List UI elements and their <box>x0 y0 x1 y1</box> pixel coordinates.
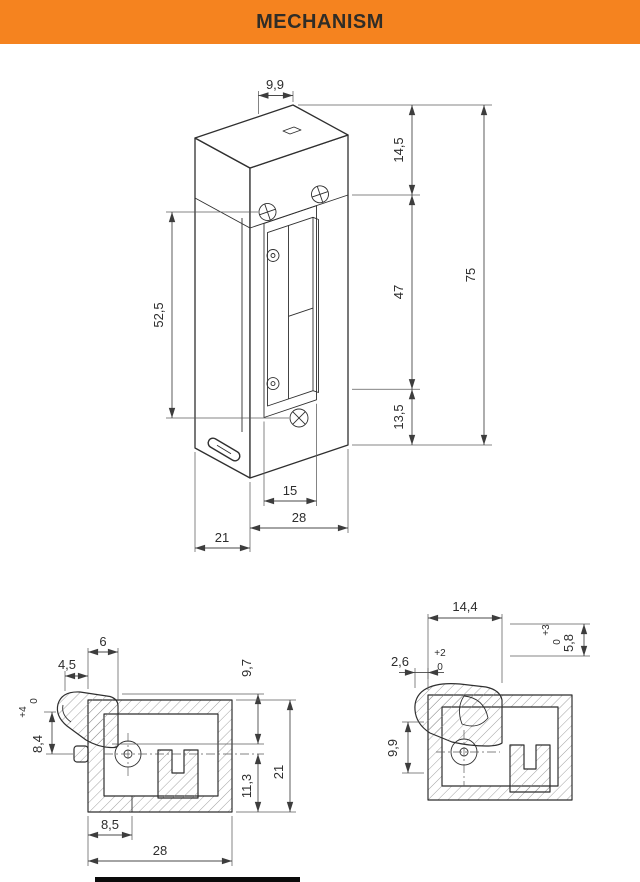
dim-section-height-label: 21 <box>271 765 286 779</box>
dim-section-width: 28 <box>88 816 233 866</box>
dim-keeper-height: 47 <box>391 195 416 390</box>
top-face <box>194 104 349 169</box>
dim-pivot-depth: 9,9 <box>385 721 424 774</box>
dim-fixing-distance-label: 52,5 <box>151 302 166 327</box>
header-bar: MECHANISM <box>0 0 640 44</box>
pivot-pin-top <box>266 249 280 262</box>
dim-top-width: 9,9 <box>258 77 294 114</box>
dim-top-depth: 9,7 <box>112 659 264 745</box>
dim-head-height-label: 14,5 <box>391 137 406 162</box>
dim-overall-height-label: 75 <box>463 268 478 282</box>
dim-base-height-label: 13,5 <box>391 404 406 429</box>
pivot-pin-bottom <box>266 377 280 391</box>
latch-lip <box>312 216 319 393</box>
dim-adjust-tol-plus: +4 <box>18 706 29 718</box>
dim-jaw-width-label: 14,4 <box>452 599 477 614</box>
faceplate-face <box>249 134 349 479</box>
dim-width-label: 28 <box>292 510 306 525</box>
section-right-hook <box>509 744 551 793</box>
dim-offset: 2,6 +2 0 <box>391 648 446 690</box>
dim-adjust-depth: +4 0 8,4 <box>18 698 73 755</box>
dim-lip-depth: +3 0 5,8 <box>510 623 590 657</box>
bottom-rule <box>95 877 300 882</box>
dim-lip-width: 6 <box>87 634 119 701</box>
section-left-jaw-detail <box>62 704 72 723</box>
dim-base-height: 13,5 <box>391 389 416 445</box>
dim-keeper-width: 15 <box>263 403 317 506</box>
dim-section-width-label: 28 <box>153 843 167 858</box>
keeper-assembly <box>263 205 319 418</box>
dim-inner-width-label: 8,5 <box>101 817 119 832</box>
dim-lip-tol-zero: 0 <box>552 639 563 645</box>
dim-lower-depth-label: 11,3 <box>239 774 254 798</box>
dim-top-width-label: 9,9 <box>266 77 284 92</box>
dim-head-height: 14,5 <box>391 105 416 195</box>
dim-lip-depth-label: 5,8 <box>561 634 576 652</box>
adjustment-screw <box>289 408 309 428</box>
dim-keeper-width-label: 15 <box>283 483 297 498</box>
dim-pivot-depth-label: 9,9 <box>385 739 400 757</box>
dim-fixing-distance: 52,5 <box>151 211 289 419</box>
section-right: 14,4 +3 0 5,8 2,6 +2 0 <box>385 599 590 801</box>
dim-width: 28 <box>249 449 349 552</box>
top-face-mark <box>282 126 302 135</box>
dim-depth: 21 <box>194 452 250 552</box>
section-left-hook <box>157 749 199 799</box>
dim-lower-depth: 11,3 <box>239 754 262 812</box>
dim-adjust-tol-zero: 0 <box>29 698 40 704</box>
section-right-jaw <box>414 683 503 747</box>
dim-section-height: 21 <box>236 699 296 813</box>
section-left-jaw <box>56 691 119 749</box>
latch-split-edge <box>288 307 314 317</box>
dim-adjust-depth-label: 8,4 <box>30 735 45 753</box>
section-right-pivot <box>436 730 500 786</box>
mounting-slot <box>207 437 241 462</box>
dim-jaw-width: 14,4 <box>427 599 503 683</box>
fixing-screw-right <box>311 185 329 204</box>
iso-view: 9,9 14,5 47 13,5 75 <box>151 77 492 552</box>
strike-body <box>194 104 349 479</box>
keeper-pocket <box>263 205 317 418</box>
dim-inner-width: 8,5 <box>87 816 133 866</box>
dim-offset-tol-plus: +2 <box>434 648 446 659</box>
head-bottom-edge-left <box>194 197 251 229</box>
page-title: MECHANISM <box>256 10 384 33</box>
dim-lip-offset: 4,5 <box>58 657 88 691</box>
dim-offset-tol-zero: 0 <box>437 662 443 673</box>
dim-lip-width-label: 6 <box>99 634 106 649</box>
dim-overall-height: 75 <box>463 105 488 445</box>
section-right-jaw-notch <box>459 695 489 727</box>
section-left: 6 4,5 +4 0 8,4 9,7 <box>18 634 296 866</box>
dim-keeper-height-label: 47 <box>391 285 406 299</box>
dim-depth-label: 21 <box>215 530 229 545</box>
dim-lip-offset-label: 4,5 <box>58 657 76 672</box>
dim-top-depth-label: 9,7 <box>239 659 254 677</box>
section-left-screw-tab <box>73 745 89 763</box>
fixing-screw-left <box>258 203 277 221</box>
dim-offset-label: 2,6 <box>391 654 409 669</box>
dim-lip-tol-plus: +3 <box>541 624 552 636</box>
